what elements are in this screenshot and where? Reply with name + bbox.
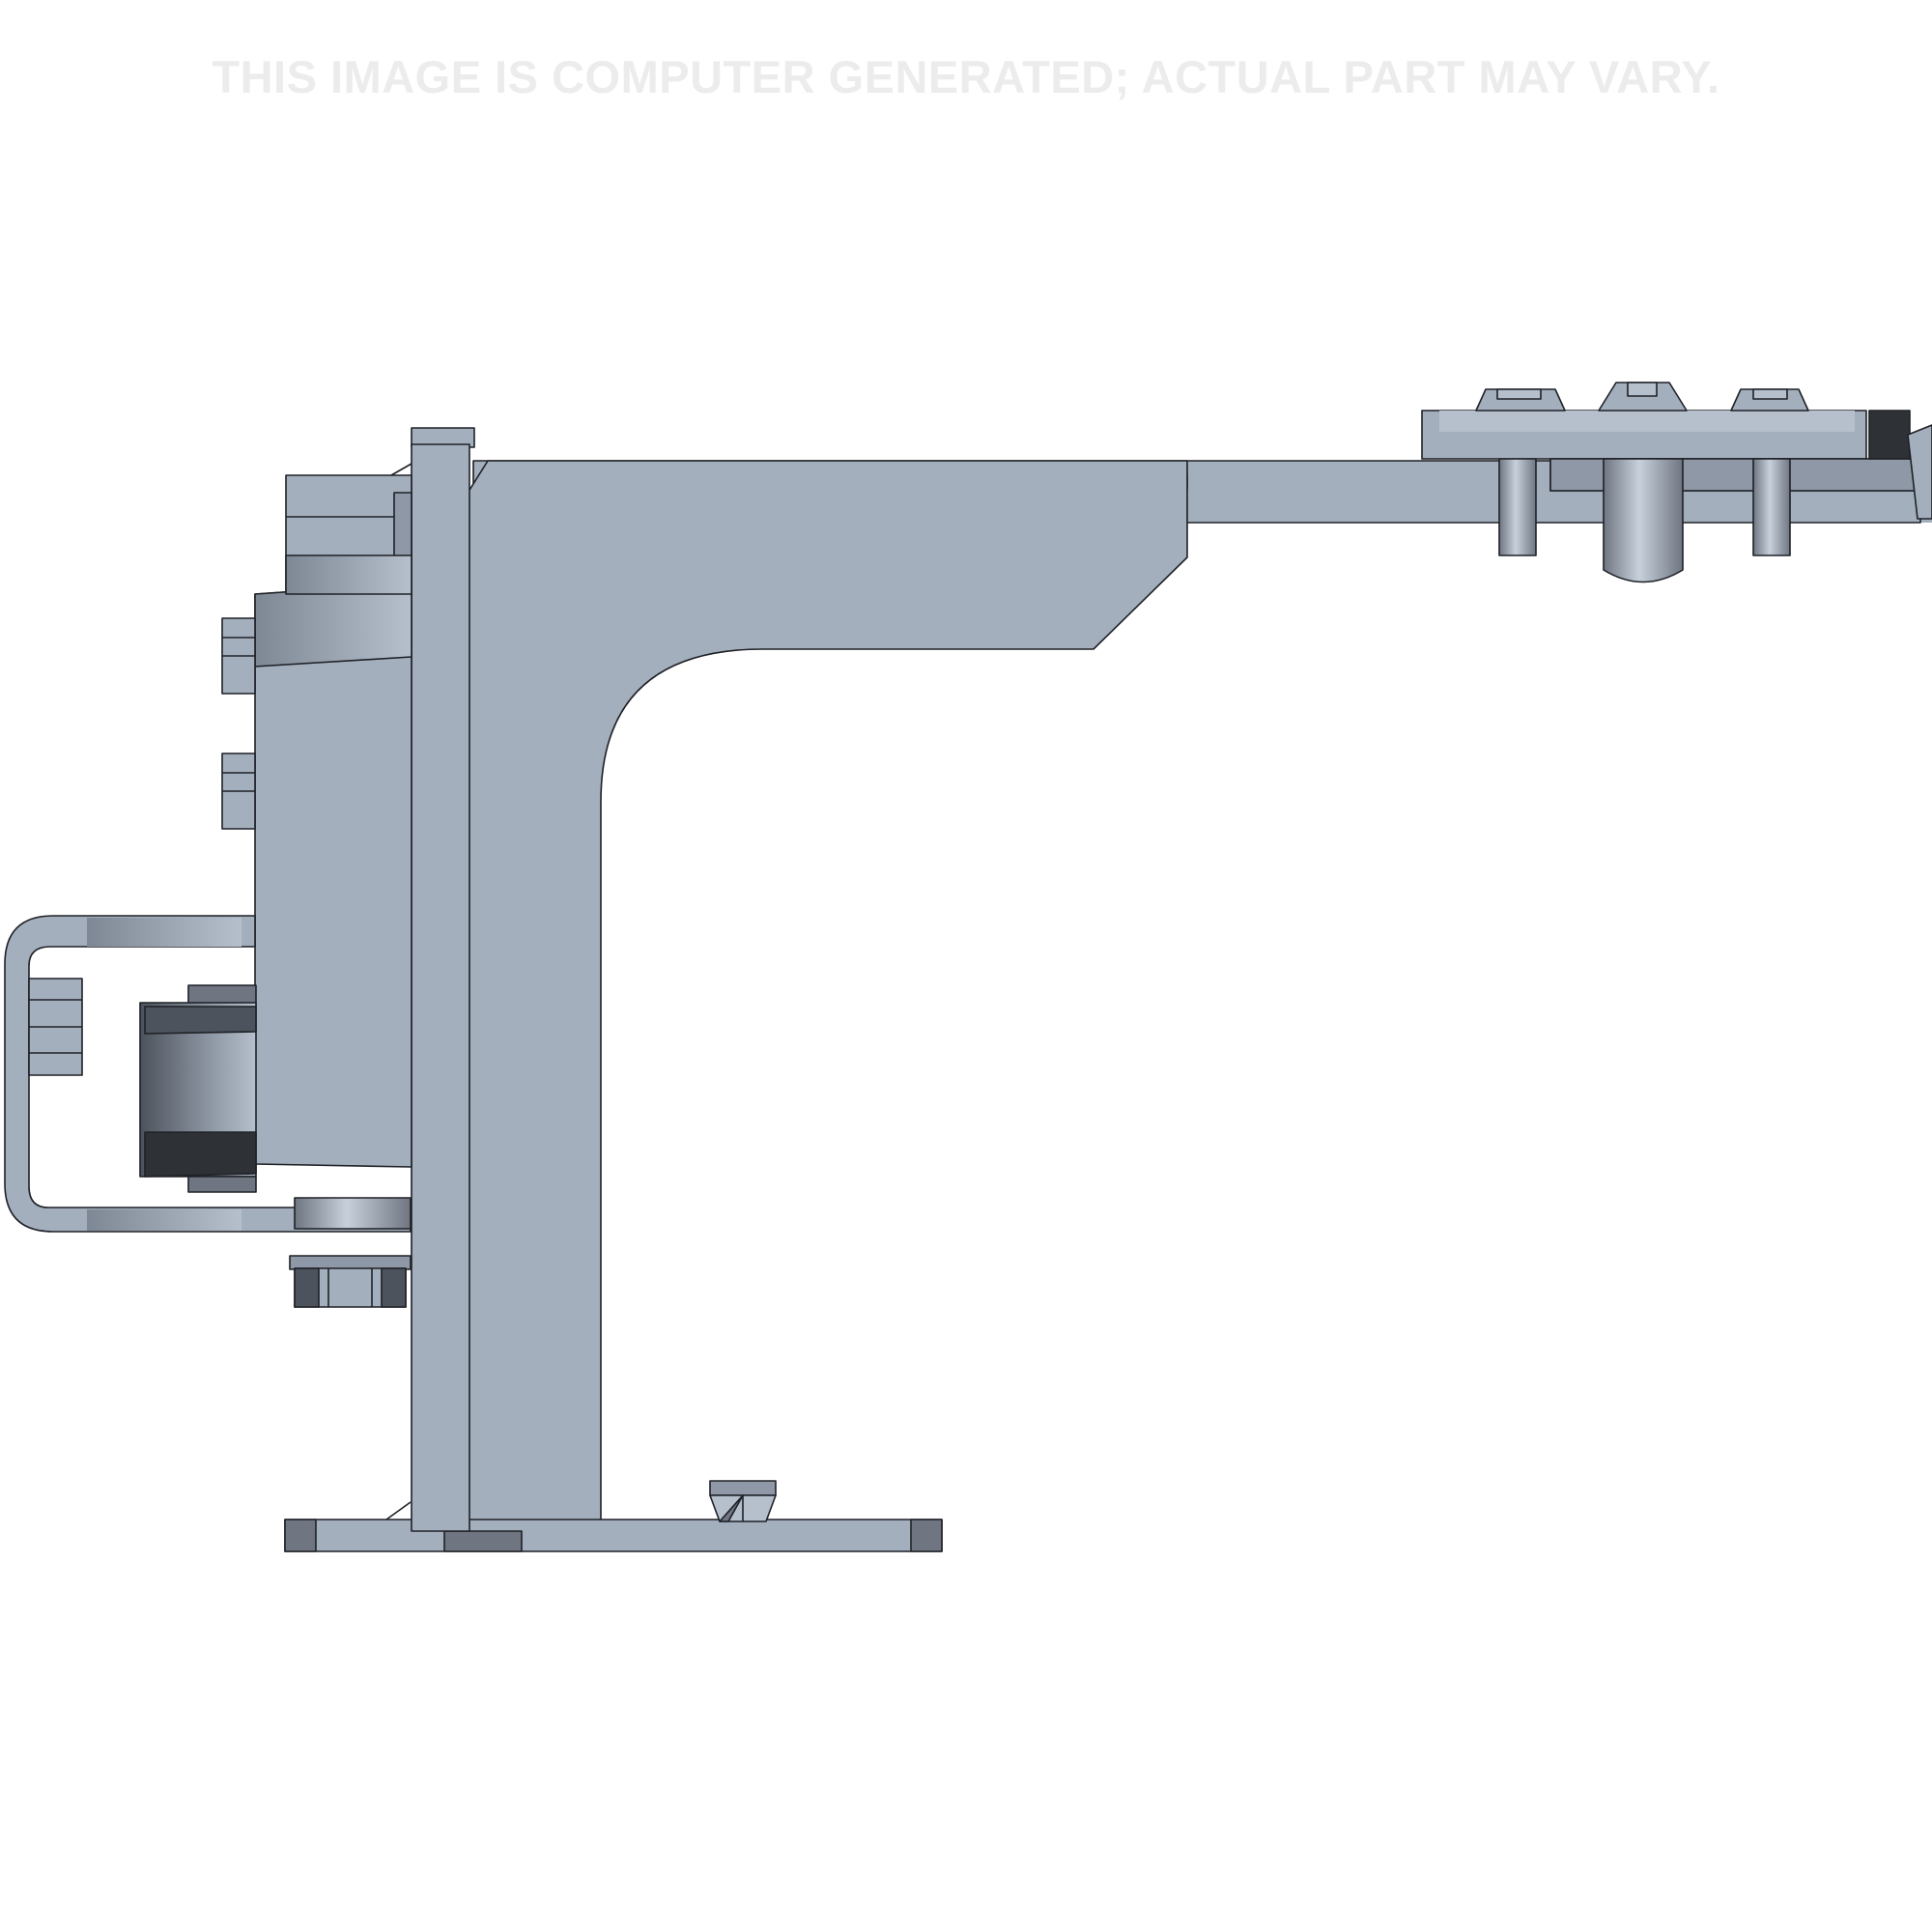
hex-bolt-icon bbox=[709, 1480, 777, 1522]
stud-pin-right bbox=[1752, 458, 1791, 556]
hex-bolt-icon bbox=[221, 753, 256, 830]
stud-pin-center bbox=[1603, 458, 1684, 583]
vertical-mount-plate bbox=[390, 427, 475, 1532]
hex-bolt-icon bbox=[1475, 388, 1566, 412]
head-mount-plate bbox=[1421, 410, 1932, 520]
hex-bolt-icon bbox=[1730, 388, 1809, 412]
stud-pin-left bbox=[1498, 458, 1537, 556]
motor-housing bbox=[254, 554, 412, 1168]
hex-bolt-icon bbox=[221, 617, 256, 695]
hex-bolt-icon bbox=[28, 978, 83, 1076]
rubber-pad-block bbox=[139, 984, 257, 1193]
base-plate bbox=[284, 1501, 943, 1552]
u-bolt-clamp bbox=[4, 915, 412, 1233]
disclaimer-watermark: THIS IMAGE IS COMPUTER GENERATED; ACTUAL… bbox=[212, 51, 1720, 102]
bracket-column bbox=[440, 460, 1188, 1530]
lower-bolt-stack bbox=[289, 1197, 412, 1308]
hex-bolt-icon bbox=[1598, 382, 1688, 412]
